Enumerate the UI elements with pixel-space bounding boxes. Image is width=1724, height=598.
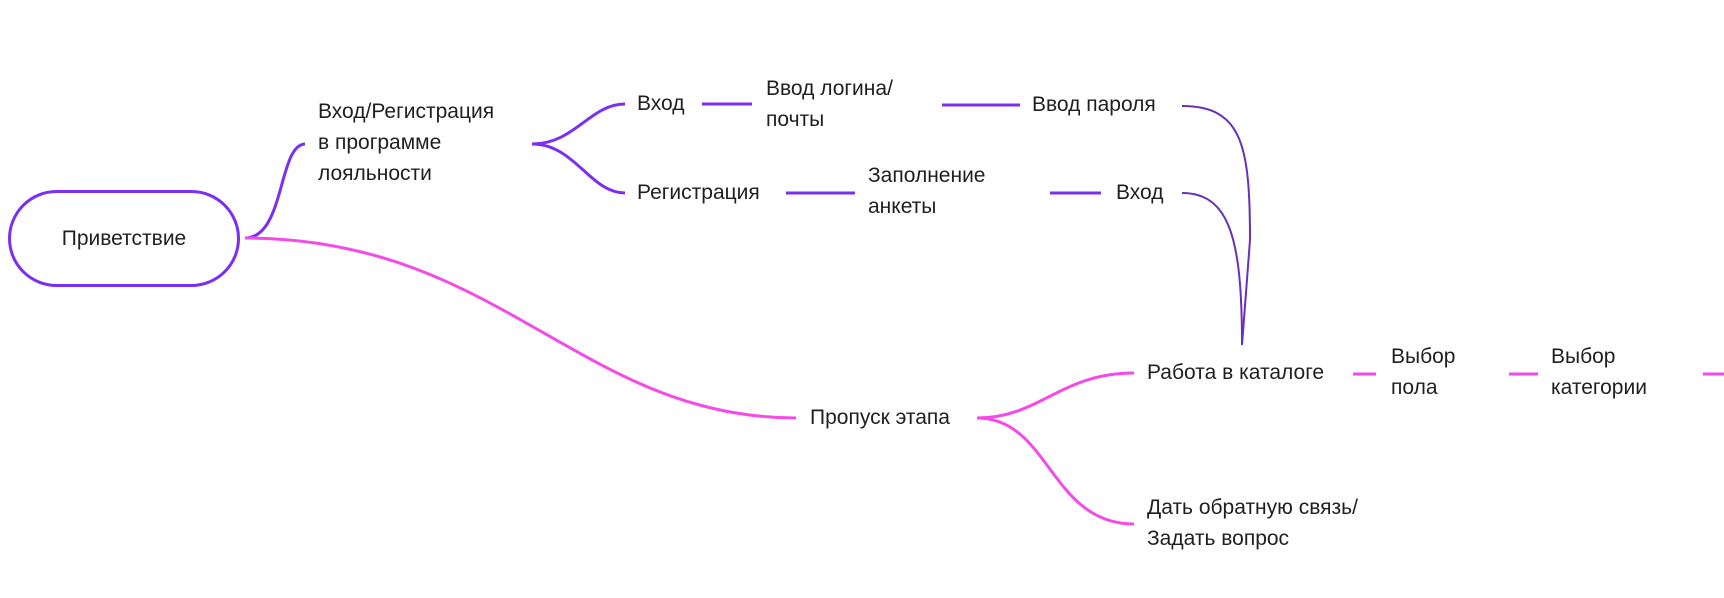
node-choose-category[interactable]: Выбор категории [1551, 345, 1647, 399]
root-node-label: Приветствие [61, 226, 187, 250]
node-login-registration[interactable]: Вход/Регистрация в программе лояльности [318, 100, 495, 185]
node-skip-step[interactable]: Пропуск этапа [810, 406, 950, 429]
node-fill-form[interactable]: Заполнение анкеты [868, 164, 986, 218]
edge-skip-to-catalog [976, 371, 1135, 420]
node-registration[interactable]: Регистрация [637, 181, 760, 204]
node-login[interactable]: Вход [637, 92, 685, 115]
edge-login-register-to-login [531, 102, 626, 146]
node-enter-login[interactable]: Ввод логина/ почты [766, 77, 893, 131]
node-choose-gender[interactable]: Выбор пола [1391, 345, 1456, 399]
edge-password-to-catalog [1181, 105, 1252, 346]
edge-root-to-login-register [244, 142, 306, 240]
node-login-after-registration[interactable]: Вход [1116, 181, 1164, 204]
node-feedback[interactable]: Дать обратную связь/ Задать вопрос [1147, 496, 1358, 550]
root-node-greeting[interactable]: Приветствие [8, 190, 240, 287]
edge-login-after-reg-to-catalog [1181, 192, 1243, 346]
edge-root-to-skip [244, 236, 797, 420]
node-catalog[interactable]: Работа в каталоге [1147, 361, 1325, 384]
edge-skip-to-feedback [976, 416, 1135, 526]
edge-login-register-to-registration [531, 142, 626, 195]
node-enter-password[interactable]: Ввод пароля [1032, 93, 1156, 116]
